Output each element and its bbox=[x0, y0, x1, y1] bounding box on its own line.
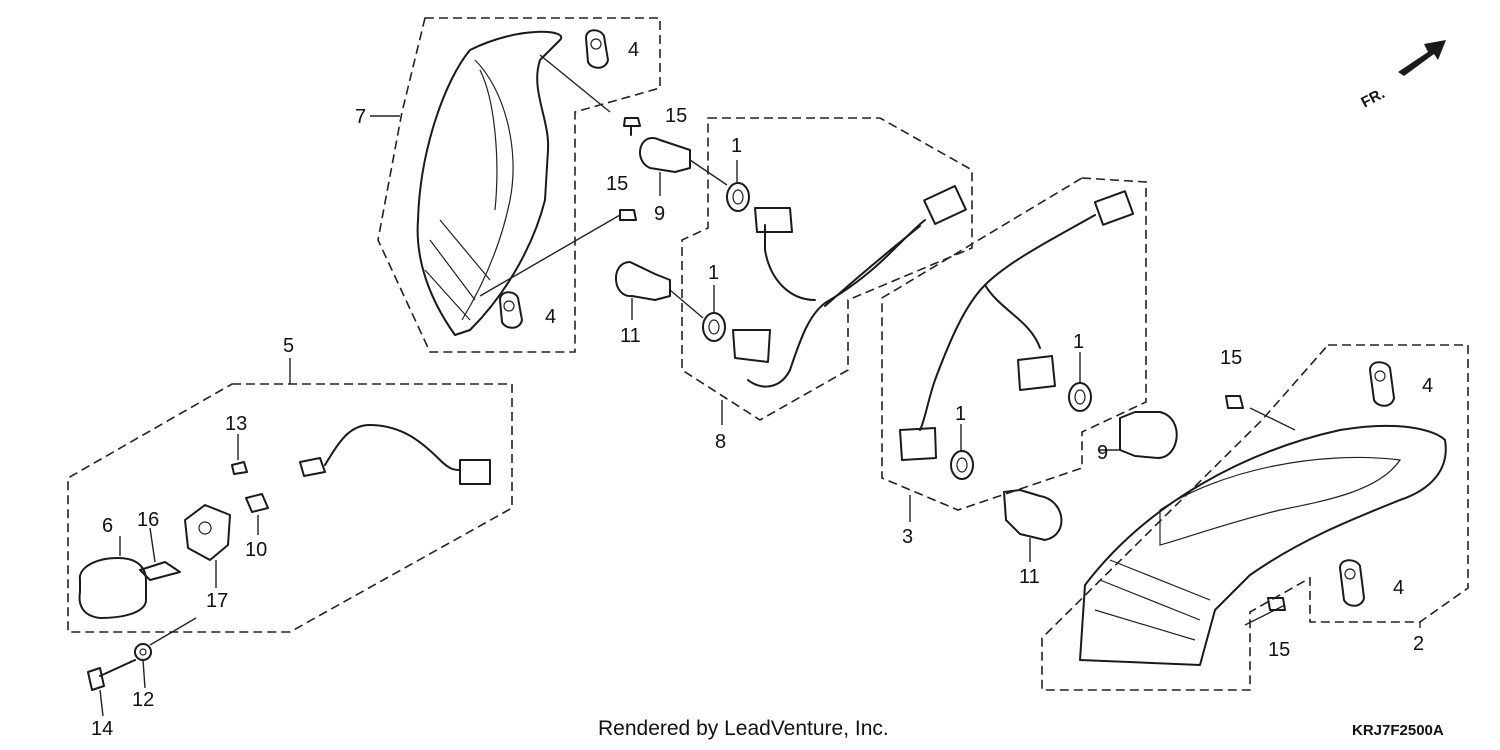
screw-14 bbox=[87, 659, 136, 717]
bulb-9-right bbox=[1098, 411, 1178, 459]
callout-3: 3 bbox=[902, 526, 913, 548]
callout-15-right-top: 15 bbox=[1220, 347, 1242, 369]
assembly-5-license-light bbox=[67, 358, 513, 633]
callout-4-lower-left: 4 bbox=[545, 306, 556, 328]
callout-1-d: 1 bbox=[955, 403, 966, 425]
front-direction-arrow: FR. bbox=[1358, 40, 1446, 111]
callout-4-right-bottom: 4 bbox=[1393, 577, 1404, 599]
screw-15-c bbox=[1225, 395, 1244, 409]
callout-17: 17 bbox=[206, 590, 228, 612]
assembly-8-harness bbox=[681, 117, 973, 425]
callout-8: 8 bbox=[715, 431, 726, 453]
diagram-code: KRJ7F2500A bbox=[1352, 722, 1444, 739]
nut-12 bbox=[134, 617, 197, 689]
callout-14: 14 bbox=[91, 718, 113, 740]
clip-4-upper-right bbox=[1369, 361, 1395, 407]
callout-2: 2 bbox=[1413, 633, 1424, 655]
callout-6: 6 bbox=[102, 515, 113, 537]
bulb-11-left bbox=[615, 261, 704, 320]
callout-1-a: 1 bbox=[731, 135, 742, 157]
callout-7: 7 bbox=[355, 106, 366, 128]
assembly-3-harness bbox=[881, 177, 1147, 522]
callout-5: 5 bbox=[283, 335, 294, 357]
callout-12: 12 bbox=[132, 689, 154, 711]
callout-10: 10 bbox=[245, 539, 267, 561]
clip-4-lower-right bbox=[1339, 559, 1365, 607]
callout-1-b: 1 bbox=[708, 262, 719, 284]
front-marker-label: FR. bbox=[1358, 85, 1387, 111]
clip-4-bottom bbox=[499, 291, 523, 329]
bulb-9-left bbox=[639, 137, 728, 196]
callout-4-top: 4 bbox=[628, 39, 639, 61]
callout-9-left: 9 bbox=[654, 203, 665, 225]
assembly-2-lens bbox=[1041, 344, 1469, 691]
credit-text: Rendered by LeadVenture, Inc. bbox=[598, 717, 889, 740]
callout-13: 13 bbox=[225, 413, 247, 435]
bulb-11-right bbox=[1003, 489, 1063, 562]
screw-15-d bbox=[1267, 597, 1286, 611]
assembly-7-lens bbox=[370, 17, 661, 353]
clip-4-top bbox=[585, 29, 609, 69]
callout-11-left: 11 bbox=[620, 325, 641, 347]
callout-16: 16 bbox=[137, 509, 159, 531]
screw-15-b bbox=[619, 209, 637, 221]
callout-15-top: 15 bbox=[665, 105, 687, 127]
callout-15-right-bottom: 15 bbox=[1268, 639, 1290, 661]
callout-11-right: 11 bbox=[1019, 566, 1040, 588]
callout-4-right-top: 4 bbox=[1422, 375, 1433, 397]
callout-15-mid: 15 bbox=[606, 173, 628, 195]
callout-1-c: 1 bbox=[1073, 331, 1084, 353]
screw-15-a bbox=[623, 117, 641, 136]
callout-9-right: 9 bbox=[1097, 442, 1108, 464]
